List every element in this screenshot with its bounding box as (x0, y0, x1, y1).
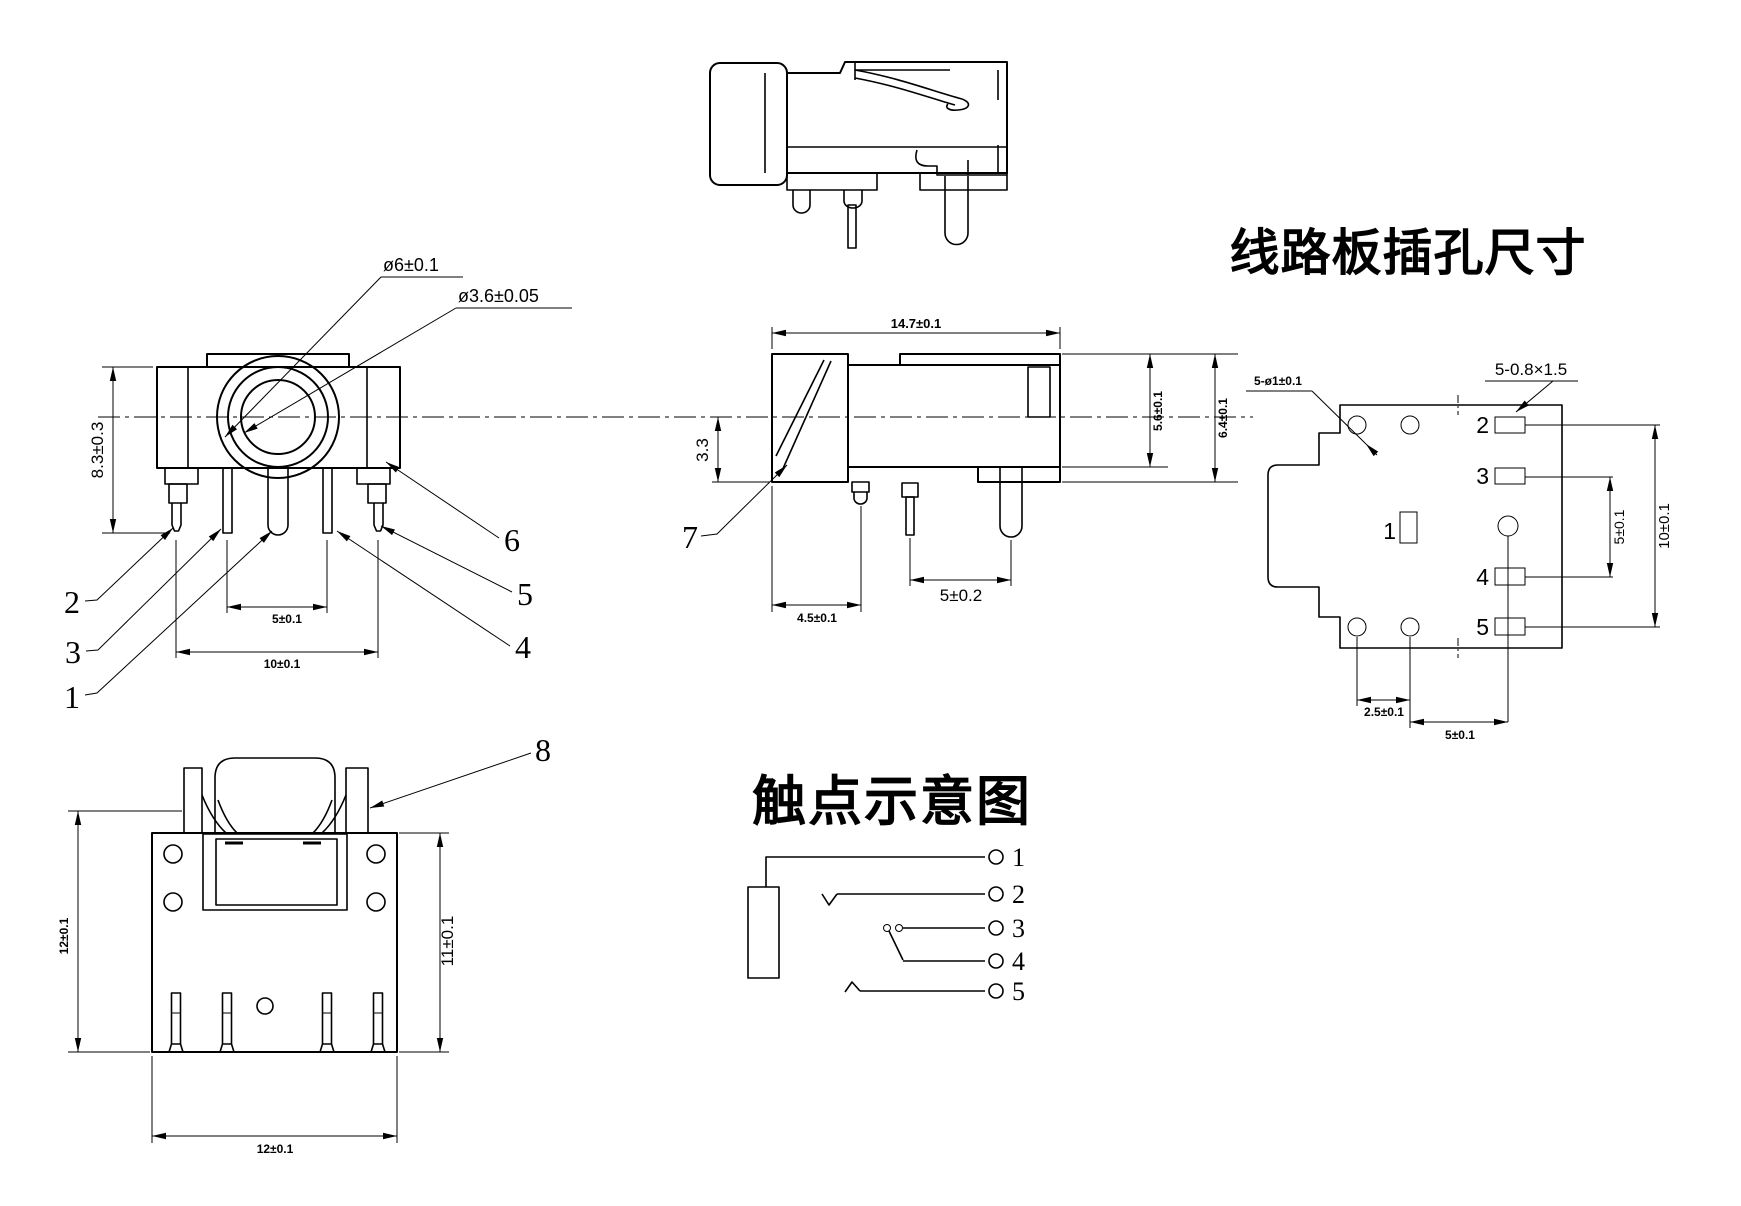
terminal-5: 5 (1012, 977, 1025, 1006)
pcb-pin-1: 1 (1383, 518, 1396, 544)
jack-opening-mid-circle (227, 366, 329, 468)
pcb-dim-pitch-3-4: 5±0.1 (1611, 509, 1627, 544)
part-label-4: 4 (515, 629, 531, 665)
contact-schematic: 触点示意图 1 2 3 4 5 (747, 772, 1032, 1006)
dim-outer-diameter: ø6±0.1 (383, 255, 439, 275)
side-view-outline (771, 353, 1061, 483)
pcb-pin-3: 3 (1476, 463, 1489, 489)
pcb-hole-notes: 5-ø1±0.1 5-0.8×1.5 (1246, 360, 1578, 457)
pcb-dim-span-2-5: 10±0.1 (1656, 503, 1673, 549)
pcb-title: 线路板插孔尺寸 (1230, 225, 1587, 281)
iso-spring-contact (854, 62, 999, 173)
dim-side-pin-pitch: 5±0.2 (940, 586, 982, 605)
bottom-view-outline (151, 757, 398, 1053)
front-view-pins (164, 467, 391, 536)
pcb-pin-4: 4 (1476, 564, 1489, 590)
dim-pin-span: 10±0.1 (264, 657, 301, 671)
contact-terminal-numbers: 1 2 3 4 5 (1012, 843, 1025, 1006)
part-label-3: 3 (65, 634, 81, 670)
pcb-pin-5: 5 (1476, 614, 1489, 640)
iso-body-outline (786, 61, 1008, 174)
iso-lower-contact (915, 149, 1007, 176)
pcb-round-holes-note: 5-ø1±0.1 (1254, 374, 1302, 388)
pcb-pin-numbers: 1 2 3 4 5 (1383, 412, 1489, 640)
bottom-dim-height-left: 12±0.1 (57, 917, 71, 954)
terminal-1: 1 (1012, 843, 1025, 872)
part-label-6: 6 (504, 522, 520, 558)
part-label-7: 7 (682, 519, 698, 555)
part-label-2: 2 (64, 584, 80, 620)
bottom-view-dimensions: 12±0.1 11±0.1 12±0.1 (57, 810, 457, 1156)
iso-base-and-pins (786, 173, 1008, 249)
switch-blade (888, 930, 904, 961)
front-view: ø6±0.1 ø3.6±0.05 8.3±0.3 5±0.1 10±0.1 2 (64, 255, 572, 715)
pcb-round-holes (1347, 415, 1519, 637)
pcb-pin-2: 2 (1476, 412, 1489, 438)
side-view-pins (851, 467, 1023, 538)
part-label-5: 5 (517, 576, 533, 612)
front-view-part-labels: 2 3 1 4 5 6 (64, 461, 533, 715)
jack-opening-inner-circle (240, 379, 316, 455)
dim-body-height: 8.3±0.3 (88, 422, 107, 479)
front-view-outline (156, 353, 401, 479)
terminal-4: 4 (1012, 947, 1025, 976)
pcb-dim-row-pitch: 2.5±0.1 (1364, 705, 1404, 719)
pcb-dim-col-pitch: 5±0.1 (1445, 728, 1475, 742)
dim-pin-pitch: 5±0.1 (272, 612, 302, 626)
bottom-view: 12±0.1 11±0.1 12±0.1 8 (57, 732, 551, 1156)
bottom-dim-height-right: 11±0.1 (438, 916, 457, 967)
plug-body-symbol (747, 886, 780, 979)
terminal-3: 3 (1012, 914, 1025, 943)
bottom-dim-width: 12±0.1 (257, 1142, 294, 1156)
dim-total-height: 6.4±0.1 (1216, 398, 1230, 438)
contact-title: 触点示意图 (752, 772, 1032, 832)
dim-body-height-side: 5.6±0.1 (1151, 391, 1165, 431)
part-label-1: 1 (64, 679, 80, 715)
dim-inner-diameter: ø3.6±0.05 (458, 286, 539, 306)
bottom-spring-housing (214, 757, 336, 833)
pcb-slot-holes-note: 5-0.8×1.5 (1495, 360, 1567, 379)
pcb-dimensions: 5±0.1 10±0.1 2.5±0.1 5±0.1 (1356, 424, 1673, 742)
dim-bush-depth: 3.3 (693, 438, 712, 462)
front-view-dimensions: ø6±0.1 ø3.6±0.05 8.3±0.3 5±0.1 10±0.1 (88, 255, 572, 671)
bottom-view-part-labels: 8 (369, 732, 551, 809)
part-label-8: 8 (535, 732, 551, 768)
pcb-outline (1267, 404, 1563, 649)
dim-length: 14.7±0.1 (891, 316, 942, 331)
side-view-dimensions: 14.7±0.1 3.3 5.6±0.1 6.4±0.1 4.5±0.1 5±0… (693, 316, 1238, 625)
side-view-part-labels: 7 (682, 464, 788, 555)
iso-section-view (709, 61, 1008, 249)
dim-front-to-pin: 4.5±0.1 (797, 611, 837, 625)
pcb-slot-holes (1399, 416, 1526, 636)
contact-wires (765, 849, 1004, 999)
bottom-view-pin-slots (168, 992, 386, 1053)
side-view: 14.7±0.1 3.3 5.6±0.1 6.4±0.1 4.5±0.1 5±0… (682, 316, 1238, 625)
jack-opening-outer-circle (216, 355, 340, 479)
pcb-layout-view: 线路板插孔尺寸 1 2 3 4 5 5-ø1±0.1 (1230, 225, 1674, 742)
iso-front-cap (709, 62, 788, 186)
terminal-2: 2 (1012, 880, 1025, 909)
